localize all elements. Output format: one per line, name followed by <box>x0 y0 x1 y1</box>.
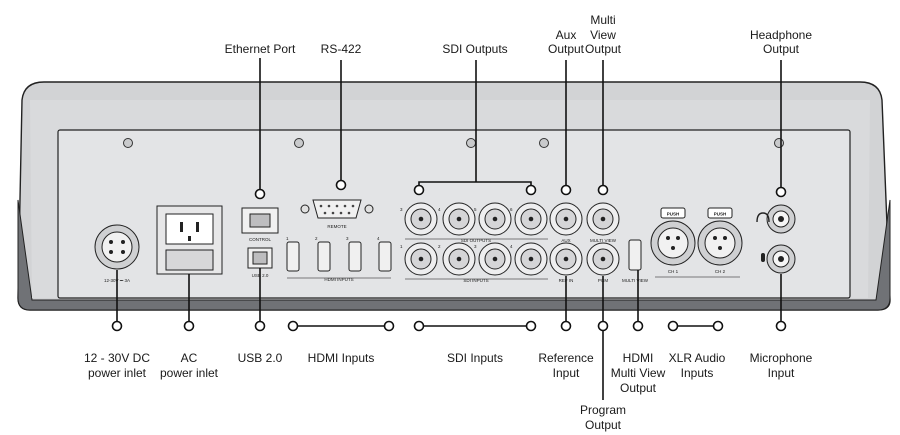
ch2-label: CH 2 <box>715 269 726 274</box>
top-callout-labels: Ethernet Port RS-422 SDI Outputs Aux Out… <box>225 13 813 56</box>
hdmi-multiview-label-line2: Multi View <box>611 366 666 380</box>
headphone-output-label-line2: Output <box>763 42 800 56</box>
ac-power-connector[interactable] <box>156 205 223 275</box>
aux-mv-ref-pgm-connectors[interactable] <box>549 202 620 276</box>
program-output-label-line1: Program <box>580 403 626 417</box>
bottom-callout-labels: 12 - 30V DC power inlet AC power inlet U… <box>84 351 813 432</box>
sdi-in-number-1: 1 <box>400 244 403 249</box>
reference-input-label-line2: Input <box>553 366 580 380</box>
power-dc-label-line1: 12 - 30V DC <box>84 351 150 365</box>
aux-output-label-line1: Aux <box>556 28 577 42</box>
sdi-outputs-panel-label: SDI OUTPUTS <box>461 238 491 243</box>
hdmi-number-3: 3 <box>346 236 349 241</box>
aux-output-label-line2: Output <box>548 42 585 56</box>
hdmi-inputs-label: HDMI Inputs <box>308 351 375 365</box>
sdi-out-number-6: 6 <box>510 207 513 212</box>
microphone-input-label-line1: Microphone <box>750 351 813 365</box>
sdi-outputs-label: SDI Outputs <box>442 42 507 56</box>
headphone-output-label-line1: Headphone <box>750 28 812 42</box>
multi-view-output-label-line2: View <box>590 28 616 42</box>
sdi-input-connectors[interactable] <box>404 242 548 276</box>
ch1-label: CH 1 <box>668 269 679 274</box>
sdi-out-number-4: 4 <box>438 207 441 212</box>
sdi-in-number-3: 3 <box>474 244 477 249</box>
aux-panel-label: AUX <box>561 238 570 243</box>
hdmi-number-1: 1 <box>286 236 289 241</box>
push-label-1: PUSH <box>667 212 680 217</box>
push-label-2: PUSH <box>714 212 727 217</box>
xlr-audio-label-line1: XLR Audio <box>669 351 726 365</box>
top-leader-lines <box>254 58 787 200</box>
multi-view-hdmi-panel-label: MULTI VIEW <box>622 278 649 283</box>
sdi-output-connectors[interactable] <box>404 202 548 236</box>
hdmi-number-2: 2 <box>315 236 318 241</box>
reference-input-label-line1: Reference <box>538 351 594 365</box>
hdmi-inputs-panel-label: HDMI INPUTS <box>324 277 353 282</box>
sdi-inputs-panel-label: SDI INPUTS <box>463 278 488 283</box>
hdmi-multiview-label-line3: Output <box>620 381 657 395</box>
usb-label: USB 2.0 <box>238 351 283 365</box>
multi-view-output-label-line1: Multi <box>590 13 615 27</box>
dc-power-connector[interactable] <box>94 224 140 270</box>
power-ac-label-line2: power inlet <box>160 366 219 380</box>
ethernet-port-label: Ethernet Port <box>225 42 296 56</box>
program-output-label-line2: Output <box>585 418 622 432</box>
xlr-audio-label-line2: Inputs <box>681 366 714 380</box>
rs422-connector[interactable] <box>300 199 374 219</box>
headphone-jack[interactable] <box>766 204 796 234</box>
headphone-icon <box>756 212 770 223</box>
control-label: CONTROL <box>249 237 271 242</box>
sdi-out-number-5: 5 <box>474 207 477 212</box>
microphone-input-label-line2: Input <box>768 366 795 380</box>
hdmi-multiview-connector[interactable] <box>628 239 642 271</box>
power-dc-label-line2: power inlet <box>88 366 147 380</box>
hdmi-number-4: 4 <box>377 236 380 241</box>
bottom-leader-lines <box>111 268 787 400</box>
multi-view-top-panel-label: MULTI VIEW <box>590 238 617 243</box>
microphone-icon <box>761 253 765 262</box>
rs422-label: RS-422 <box>321 42 362 56</box>
xlr-audio-connectors[interactable] <box>650 207 743 266</box>
sdi-in-number-2: 2 <box>438 244 441 249</box>
sdi-out-number-3: 3 <box>400 207 403 212</box>
hdmi-multiview-label-line1: HDMI <box>623 351 654 365</box>
hdmi-input-connectors[interactable] <box>286 241 392 272</box>
power-ac-label-line1: AC <box>181 351 198 365</box>
usb-connector[interactable] <box>247 247 273 269</box>
microphone-jack[interactable] <box>766 244 796 274</box>
multi-view-output-label-line3: Output <box>585 42 622 56</box>
sdi-inputs-label: SDI Inputs <box>447 351 503 365</box>
remote-label: REMOTE <box>327 224 346 229</box>
ethernet-port-connector[interactable] <box>241 207 279 234</box>
device-body <box>17 81 891 311</box>
sdi-in-number-4: 4 <box>510 244 513 249</box>
